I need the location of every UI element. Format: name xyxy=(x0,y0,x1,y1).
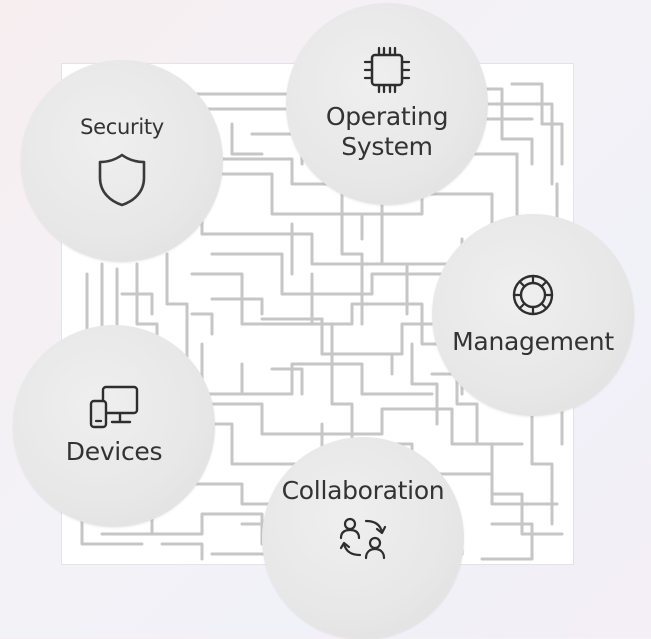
gear-cog-icon xyxy=(512,274,554,316)
devices-icon xyxy=(89,385,139,429)
collaboration-node: Collaboration xyxy=(262,437,464,639)
collaboration-label: Collaboration xyxy=(281,476,445,505)
operating-system-node: Operating System xyxy=(286,3,488,205)
devices-label: Devices xyxy=(65,437,163,466)
operating-label: Operating xyxy=(325,102,449,131)
management-node: Management xyxy=(432,214,634,416)
shield-icon xyxy=(98,153,146,207)
cpu-chip-icon xyxy=(363,46,411,94)
devices-node: Devices xyxy=(13,325,215,527)
people-sync-icon xyxy=(339,517,387,560)
system-label: System xyxy=(341,132,433,161)
management-label: Management xyxy=(452,327,614,356)
security-label: Security xyxy=(80,115,164,139)
security-node: Security xyxy=(21,60,223,262)
